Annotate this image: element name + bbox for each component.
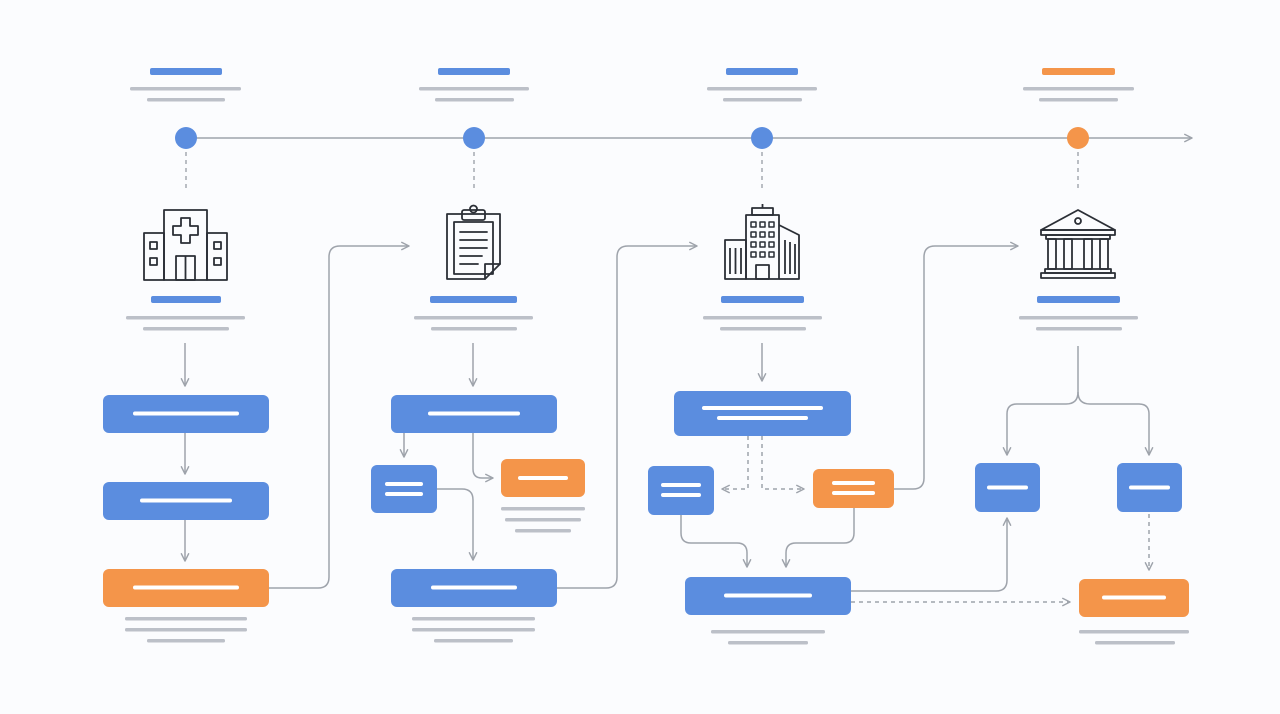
stage-header-title-bar	[726, 68, 798, 75]
process-node-blue	[103, 395, 269, 433]
office-building-icon	[724, 204, 800, 280]
connector-arrow	[437, 488, 478, 561]
caption-text-line	[143, 327, 229, 331]
caption-text-line	[720, 327, 806, 331]
stage-header-text-line	[723, 98, 802, 102]
stage-headers	[130, 68, 1134, 102]
caption-title-bar	[721, 296, 804, 303]
connector-branch	[1077, 391, 1154, 456]
stage-header-text-line	[435, 98, 514, 102]
stage-header-text-line	[1023, 87, 1134, 91]
process-node-blue	[103, 482, 269, 520]
stage-header-text-line	[147, 98, 225, 102]
connector-cross-stage	[894, 241, 1019, 490]
stage-header-title-bar	[1042, 68, 1115, 75]
process-node-blue	[391, 569, 557, 607]
process-node-caption	[125, 617, 247, 643]
clipboard-icon	[446, 204, 501, 280]
connectors	[180, 241, 1154, 607]
stage-header-text-line	[1039, 98, 1118, 102]
process-node-blue	[391, 395, 557, 433]
connector-dashed	[761, 436, 805, 494]
stage-header-text-line	[130, 87, 241, 91]
process-node-blue	[685, 577, 851, 615]
hospital-icon	[143, 209, 228, 281]
stage-header-3	[707, 68, 817, 102]
caption-title-bar	[1037, 296, 1120, 303]
caption-text-line	[703, 316, 822, 320]
caption-text-line	[414, 316, 533, 320]
process-node-blue-small	[975, 463, 1040, 512]
courthouse-icon	[1040, 209, 1116, 279]
stage-header-text-line	[419, 87, 529, 91]
process-node-blue-small	[371, 465, 437, 513]
process-node-orange	[501, 459, 585, 497]
stage-header-title-bar	[438, 68, 510, 75]
process-node-blue-small	[648, 466, 714, 515]
process-node-caption	[1079, 630, 1189, 645]
connector-cross-stage	[269, 241, 410, 589]
milestone-dot-2	[463, 127, 485, 149]
milestone-dot-3	[751, 127, 773, 149]
process-node-orange	[813, 469, 894, 508]
stage-header-text-line	[707, 87, 817, 91]
caption-text-line	[1019, 316, 1138, 320]
connector-arrow	[851, 517, 1012, 592]
connector-arrow	[680, 515, 752, 568]
connector-cross-stage	[557, 241, 698, 589]
connector-branch	[1002, 346, 1079, 456]
process-node-caption	[711, 630, 825, 645]
connector-arrow	[781, 508, 855, 568]
stage-header-2	[419, 68, 529, 102]
stage-header-4	[1023, 68, 1134, 102]
process-node-caption	[501, 507, 585, 533]
process-node-caption	[412, 617, 535, 643]
stage-header-title-bar	[150, 68, 222, 75]
caption-text-line	[431, 327, 517, 331]
caption-title-bar	[151, 296, 221, 303]
process-node-orange	[1079, 579, 1189, 617]
process-nodes	[103, 391, 1189, 645]
process-node-blue-small	[1117, 463, 1182, 512]
process-node-orange	[103, 569, 269, 607]
connector-arrow	[472, 433, 494, 483]
connector-dashed	[721, 436, 749, 494]
stage-header-1	[130, 68, 241, 102]
caption-text-line	[126, 316, 245, 320]
stage-captions	[126, 296, 1138, 331]
caption-text-line	[1036, 327, 1122, 331]
milestone-dot-1	[175, 127, 197, 149]
milestone-dot-4	[1067, 127, 1089, 149]
caption-title-bar	[430, 296, 517, 303]
process-node-blue	[674, 391, 851, 436]
timeline	[175, 127, 1193, 192]
